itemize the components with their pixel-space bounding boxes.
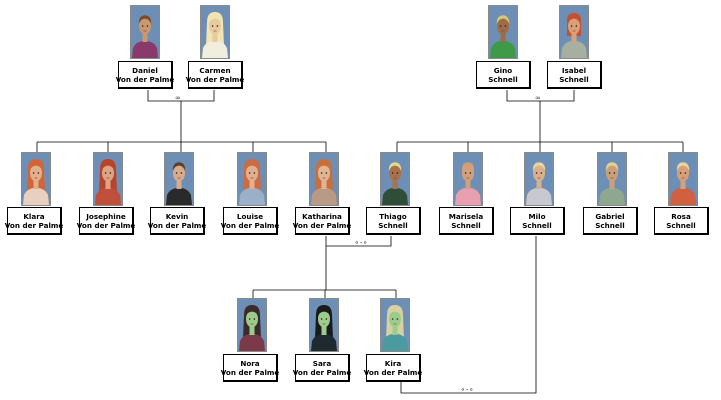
first-name: Katharina bbox=[302, 211, 342, 221]
avatar bbox=[381, 299, 409, 351]
first-name: Sara bbox=[312, 358, 332, 368]
avatar bbox=[238, 153, 266, 205]
last-name: Von der Palme bbox=[363, 367, 423, 377]
avatar bbox=[94, 153, 122, 205]
last-name: Von der Palme bbox=[4, 220, 64, 230]
avatar bbox=[598, 153, 626, 205]
last-name: Schnell bbox=[522, 220, 552, 230]
last-name: Schnell bbox=[488, 74, 518, 84]
first-name: Daniel bbox=[132, 65, 158, 75]
avatar bbox=[669, 153, 697, 205]
marriage-symbol-von-der-palme: ∞ bbox=[175, 94, 181, 102]
portrait bbox=[309, 298, 339, 352]
marriage-symbol-katharina-thiago: ⚬-⚬ bbox=[354, 239, 369, 247]
partner-connector-katharina-thiago bbox=[325, 236, 392, 247]
avatar bbox=[131, 6, 159, 58]
portrait bbox=[597, 152, 627, 206]
last-name: Schnell bbox=[559, 74, 589, 84]
avatar bbox=[201, 6, 229, 58]
last-name: Von der Palme bbox=[220, 220, 280, 230]
portrait bbox=[200, 5, 230, 59]
last-name: Schnell bbox=[595, 220, 625, 230]
last-name: Schnell bbox=[451, 220, 481, 230]
portrait bbox=[237, 298, 267, 352]
portrait bbox=[559, 5, 589, 59]
last-name: Von der Palme bbox=[292, 367, 352, 377]
avatar bbox=[238, 299, 266, 351]
avatar bbox=[489, 6, 517, 58]
avatar bbox=[310, 153, 338, 205]
portrait bbox=[668, 152, 698, 206]
last-name: Von der Palme bbox=[76, 220, 136, 230]
portrait bbox=[488, 5, 518, 59]
first-name: Thiago bbox=[379, 211, 407, 221]
portrait bbox=[237, 152, 267, 206]
portrait bbox=[164, 152, 194, 206]
avatar bbox=[22, 153, 50, 205]
marriage-connector-schnell bbox=[506, 90, 575, 102]
first-name: Isabel bbox=[561, 65, 587, 75]
last-name: Schnell bbox=[666, 220, 696, 230]
partner-connector-kira-milo bbox=[400, 236, 537, 394]
first-name: Kevin bbox=[165, 211, 189, 221]
portrait bbox=[524, 152, 554, 206]
first-name: Louise bbox=[236, 211, 264, 221]
portrait bbox=[309, 152, 339, 206]
first-name: Nora bbox=[240, 358, 260, 368]
avatar bbox=[560, 6, 588, 58]
avatar bbox=[454, 153, 482, 205]
avatar bbox=[525, 153, 553, 205]
avatar bbox=[381, 153, 409, 205]
first-name: Carmen bbox=[199, 65, 231, 75]
last-name: Von der Palme bbox=[147, 220, 207, 230]
marriage-symbol-schnell: ∞ bbox=[535, 94, 541, 102]
last-name: Von der Palme bbox=[115, 74, 175, 84]
first-name: Josephine bbox=[86, 211, 126, 221]
portrait bbox=[93, 152, 123, 206]
portrait bbox=[380, 298, 410, 352]
avatar bbox=[165, 153, 193, 205]
avatar bbox=[310, 299, 338, 351]
marriage-symbol-kira-milo: ⚬-⚬ bbox=[460, 386, 475, 394]
last-name: Schnell bbox=[378, 220, 408, 230]
portrait bbox=[380, 152, 410, 206]
first-name: Gabriel bbox=[595, 211, 625, 221]
portrait bbox=[130, 5, 160, 59]
last-name: Von der Palme bbox=[220, 367, 280, 377]
portrait bbox=[21, 152, 51, 206]
marriage-connector-von-der-palme bbox=[147, 90, 215, 102]
first-name: Kira bbox=[384, 358, 402, 368]
last-name: Von der Palme bbox=[292, 220, 352, 230]
first-name: Klara bbox=[23, 211, 45, 221]
first-name: Rosa bbox=[671, 211, 691, 221]
first-name: Milo bbox=[528, 211, 546, 221]
portrait bbox=[453, 152, 483, 206]
first-name: Gino bbox=[493, 65, 513, 75]
last-name: Von der Palme bbox=[185, 74, 245, 84]
first-name: Marisela bbox=[448, 211, 484, 221]
